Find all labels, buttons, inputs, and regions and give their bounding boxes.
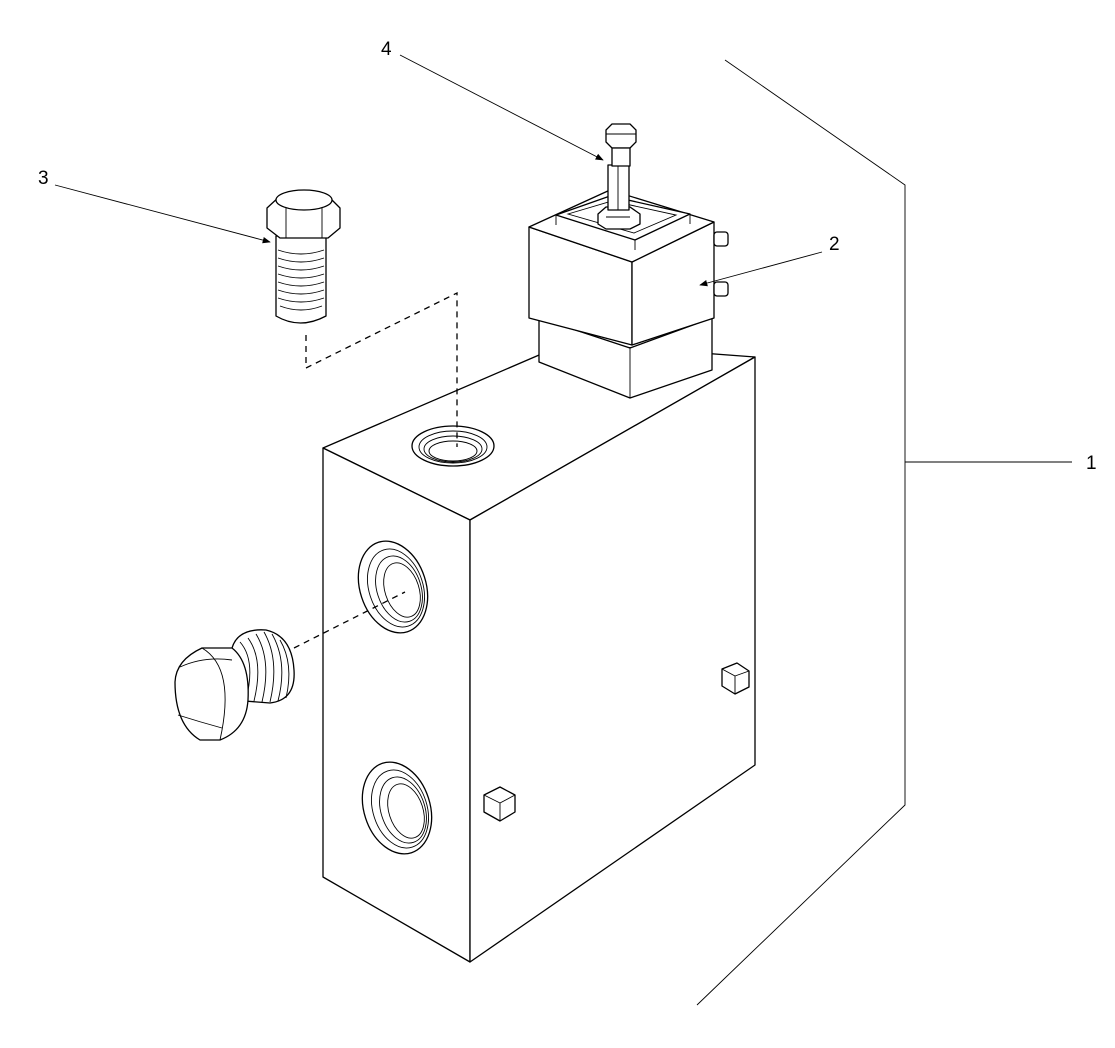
- assembly-bracket: [696, 59, 1072, 1006]
- manifold-block: [322, 342, 756, 963]
- side-plug-hex-head: [174, 647, 249, 741]
- leader-line-2: [699, 251, 823, 287]
- manifold-front-face: [322, 447, 471, 963]
- callout-3: 3: [38, 168, 49, 189]
- callout-4: 4: [381, 39, 392, 60]
- stem-hex-body: [607, 164, 630, 211]
- front-lower-port: [361, 761, 433, 855]
- valve-terminal-upper: [713, 231, 729, 247]
- adjusting-stem: [597, 123, 641, 230]
- valve-terminal-lower: [713, 281, 729, 297]
- side-bolt-upper: [721, 662, 750, 695]
- install-guide-top: [305, 291, 458, 447]
- hex-plug-side: [174, 629, 295, 741]
- stem-cap-hex: [605, 123, 637, 149]
- manifold-side-face: [469, 356, 756, 963]
- leader-line-3: [54, 184, 271, 244]
- callout-2: 2: [829, 234, 840, 255]
- hex-plug-top: [266, 189, 341, 324]
- side-bolt-lower: [483, 786, 516, 822]
- front-upper-port: [357, 540, 429, 634]
- stem-collar: [611, 147, 631, 167]
- install-guide-side: [293, 591, 406, 649]
- top-port: [411, 425, 495, 467]
- callout-1: 1: [1086, 453, 1097, 474]
- leader-line-4: [399, 54, 604, 161]
